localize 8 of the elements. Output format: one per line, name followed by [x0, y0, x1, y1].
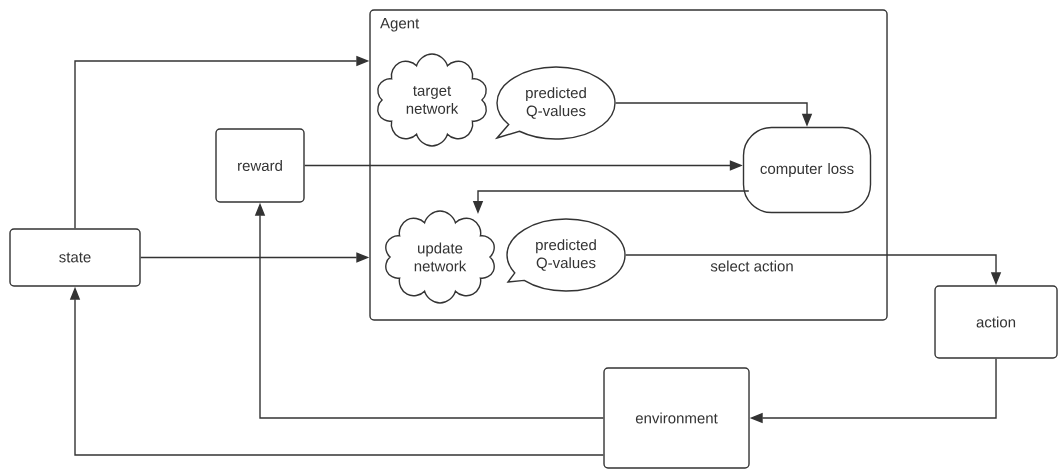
speech-bubble: predicted Q-values [496, 66, 616, 140]
process-box: reward [215, 128, 305, 203]
process-box: action [934, 285, 1058, 359]
rounded-box: computer loss [742, 126, 872, 214]
process-box: environment [603, 367, 750, 469]
edge-label: select action [709, 259, 795, 273]
speech-bubble: predicted Q-values [506, 218, 626, 292]
process-box: state [9, 228, 141, 287]
